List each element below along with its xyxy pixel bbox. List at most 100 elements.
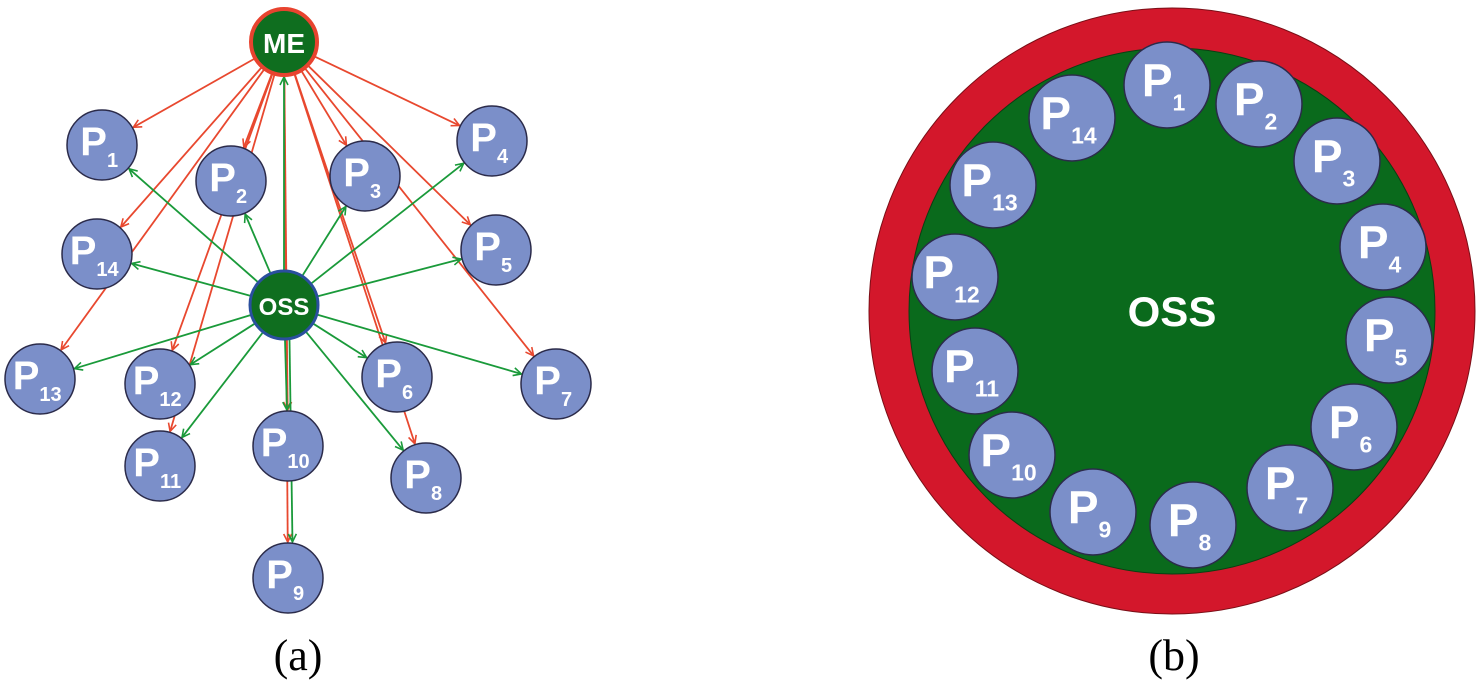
node-prefix: P — [944, 341, 975, 393]
panel-b-node-p7: P7 — [1246, 444, 1334, 532]
edge-oss-to-p11 — [182, 332, 264, 438]
edge-oss-to-p8 — [305, 331, 403, 450]
edge-oss-to-p3 — [301, 206, 346, 276]
panel-b-node-p13-label: P13 — [961, 155, 1017, 216]
node-subscript: 5 — [1395, 344, 1408, 370]
panel-b-node-p1-circle — [1123, 41, 1211, 129]
node-prefix: P — [1265, 458, 1296, 510]
panel-a-node-p1: P1 — [66, 109, 138, 181]
panel-b-node-p1-label: P1 — [1142, 55, 1186, 116]
node-prefix: P — [1168, 495, 1199, 547]
oss-hub: OSS — [248, 269, 320, 341]
panel-a-node-p6-circle — [361, 341, 433, 413]
panel-b-node-p12: P12 — [911, 233, 999, 321]
edge-me-to-p4 — [314, 55, 460, 126]
panel-b-node-p5-label: P5 — [1364, 310, 1408, 371]
node-subscript: 12 — [159, 389, 181, 411]
node-subscript: 9 — [293, 583, 304, 605]
oss-hub-label: OSS — [259, 294, 310, 321]
node-prefix: P — [70, 229, 97, 273]
panel-b-node-p10: P10 — [968, 411, 1056, 499]
edge-oss-to-p14 — [132, 263, 251, 297]
node-subscript: 1 — [107, 150, 118, 172]
caption-a: (a) — [274, 631, 323, 680]
panel-a-node-p10-label: P10 — [261, 421, 310, 473]
edge-oss-to-p4 — [310, 163, 463, 285]
node-prefix: P — [1312, 131, 1343, 183]
caption-b: (b) — [1148, 631, 1199, 680]
panel-a-node-p9-circle — [252, 542, 324, 614]
panel-a-node-p14-circle — [61, 218, 133, 290]
panel-a-node-p2-circle — [195, 145, 267, 217]
node-subscript: 3 — [1343, 165, 1356, 191]
panel-b-node-p5-circle — [1345, 296, 1433, 384]
panel-a-node-p9: P9 — [252, 542, 324, 614]
panel-b-node-p14-label: P14 — [1040, 88, 1096, 149]
panel-b-node-p3: P3 — [1293, 117, 1381, 205]
edge-oss-to-p10 — [285, 339, 287, 410]
oss-to-node-edges — [74, 77, 521, 542]
panel-b-node-p6-label: P6 — [1329, 397, 1372, 458]
node-prefix: P — [209, 156, 236, 200]
node-subscript: 11 — [160, 471, 181, 493]
panel-b-node-p9-circle — [1049, 468, 1137, 556]
edge-me-to-p7 — [304, 68, 533, 356]
panel-a-node-p1-circle — [66, 109, 138, 181]
panel-b-node-p9: P9 — [1049, 468, 1137, 556]
panel-a-node-p11-circle — [124, 430, 196, 502]
node-subscript: 7 — [561, 389, 572, 411]
panel-b-node-p3-circle — [1293, 117, 1381, 205]
panel-a-node-p6: P6 — [361, 341, 433, 413]
node-prefix: P — [923, 247, 954, 299]
node-prefix: P — [266, 553, 293, 597]
panel-a-node-p4-label: P4 — [470, 116, 509, 168]
node-prefix: P — [13, 354, 40, 398]
node-prefix: P — [375, 352, 402, 396]
me-hub: ME — [249, 7, 319, 77]
edge-me-to-p14 — [121, 66, 263, 227]
panel-b-node-p9-label: P9 — [1068, 482, 1111, 543]
panel-a-node-p8: P8 — [390, 442, 462, 514]
node-subscript: 9 — [1099, 516, 1112, 542]
edge-me-to-p3 — [300, 70, 347, 145]
panel-a-node-p2: P2 — [195, 145, 267, 217]
panel-a-node-p1-label: P1 — [80, 120, 118, 172]
panel-a-node-p12: P12 — [124, 348, 196, 420]
edge-oss-to-p7 — [317, 313, 522, 374]
panel-b-node-p10-label: P10 — [980, 425, 1036, 486]
panel-a-node-p11: P11 — [124, 430, 196, 502]
panel-b-node-p12-label: P12 — [923, 247, 979, 308]
panel-a-node-p13-circle — [4, 343, 76, 415]
panel-a-node-p10-circle — [252, 410, 324, 482]
panel-a-node-p3-circle — [329, 140, 401, 212]
panel-a-node-p5: P5 — [460, 214, 532, 286]
node-prefix: P — [343, 151, 370, 195]
node-prefix: P — [1068, 482, 1099, 534]
panel-a-node-p13: P13 — [4, 343, 76, 415]
panel-a-node-p5-circle — [460, 214, 532, 286]
panel-a-node-p14-label: P14 — [70, 229, 120, 281]
panel-b-node-p7-circle — [1246, 444, 1334, 532]
panel-b-node-p11-circle — [931, 327, 1019, 415]
panel-b-node-p4-circle — [1339, 203, 1427, 291]
node-subscript: 14 — [96, 259, 119, 281]
panel-b-node-p11-label: P11 — [944, 341, 999, 402]
node-prefix: P — [534, 359, 561, 403]
node-subscript: 5 — [501, 255, 512, 277]
edge-oss-to-p1 — [129, 169, 259, 283]
panel-b-node-p8-circle — [1149, 481, 1237, 569]
node-prefix: P — [404, 453, 431, 497]
panel-b-node-p13: P13 — [949, 141, 1037, 229]
panel-b-node-p1: P1 — [1123, 41, 1211, 129]
node-subscript: 6 — [1360, 431, 1373, 457]
panel-a-node-p11-label: P11 — [133, 441, 181, 493]
node-prefix: P — [1364, 310, 1395, 362]
panel-a-node-p7-circle — [520, 348, 592, 420]
panel-b-node-p2: P2 — [1215, 60, 1303, 148]
edge-oss-to-p2 — [245, 214, 272, 274]
panel-b-node-p4-label: P4 — [1358, 217, 1402, 278]
node-subscript: 10 — [1011, 459, 1037, 485]
panel-b-node-p6-circle — [1310, 383, 1398, 471]
